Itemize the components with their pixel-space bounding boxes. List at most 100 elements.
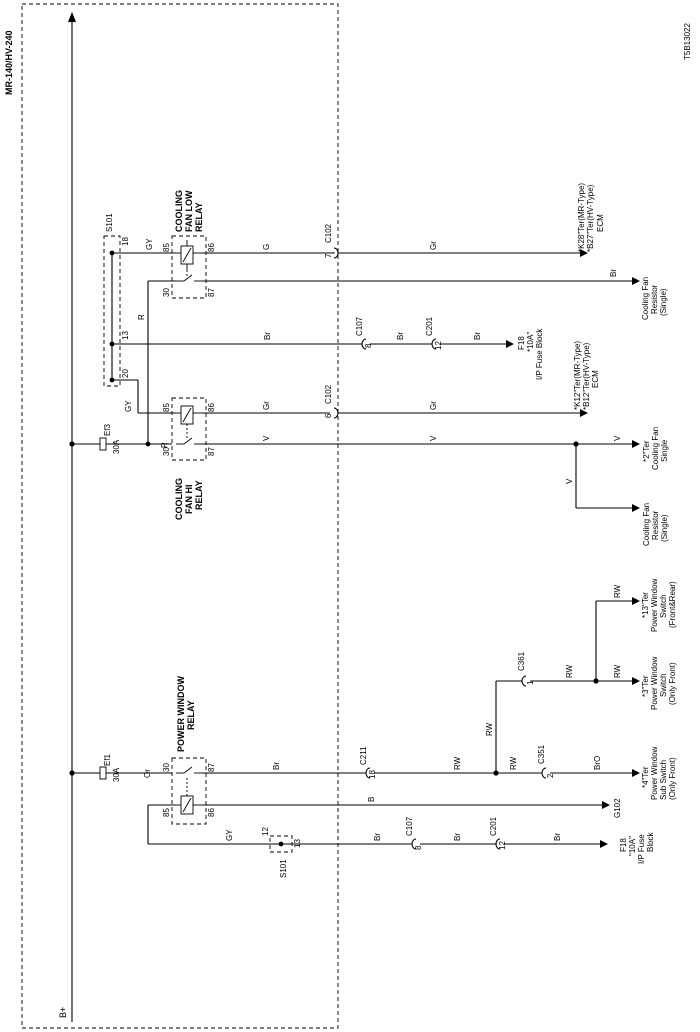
pw-coil-feed: GY 12 13 S101 Br C107 8 Br C201 12 Br F1… xyxy=(147,804,655,878)
svg-text:*2"Ter: *2"Ter xyxy=(642,440,651,462)
svg-text:*4"Ter: *4"Ter xyxy=(641,766,650,788)
wire-color-rw-4: RW xyxy=(613,664,622,678)
wire-color-rw-1: RW xyxy=(453,756,462,770)
fan-hi-pin-30: 30 xyxy=(162,447,171,456)
fan-low-pin-87: 87 xyxy=(207,288,216,297)
svg-text:Sub Switch: Sub Switch xyxy=(659,760,668,800)
s101-top-name: S101 xyxy=(105,213,114,232)
c102-top-name: C102 xyxy=(324,223,333,243)
pw-outputs: Br C211 18 RW RW C361 1 RW RW RW RW C351… xyxy=(202,578,677,818)
wire-color-b: B xyxy=(367,797,376,802)
s101-pin-18: 18 xyxy=(121,237,130,246)
c211-pin: 18 xyxy=(368,770,377,779)
fuse-ef3: Ef3 30A xyxy=(72,423,172,454)
svg-text:Single: Single xyxy=(660,439,669,462)
pw-pin-86: 86 xyxy=(207,808,216,817)
drawing-id: T5B13022 xyxy=(683,23,692,60)
wire-color-gr-low: Gr xyxy=(429,241,438,250)
s101-pin-13: 13 xyxy=(121,331,130,340)
wire-color-v-4: V xyxy=(565,478,574,484)
svg-text:Power Window: Power Window xyxy=(650,746,659,800)
svg-text:*B27"Ter(HV-Type): *B27"Ter(HV-Type) xyxy=(586,184,595,252)
fan-hi-title: COOLING xyxy=(174,478,184,520)
svg-text:(Only Front): (Only Front) xyxy=(668,662,677,705)
svg-text:*3"Ter: *3"Ter xyxy=(641,675,650,697)
svg-text:*K28"Ter(MR-Type): *K28"Ter(MR-Type) xyxy=(577,183,586,252)
svg-text:Cooling Fan: Cooling Fan xyxy=(651,427,660,470)
s101-bottom-pin-13: 13 xyxy=(293,839,302,848)
svg-text:ECM: ECM xyxy=(596,214,605,232)
svg-text:Switch: Switch xyxy=(659,673,668,697)
svg-text:Block: Block xyxy=(646,831,655,852)
svg-text:Power Window: Power Window xyxy=(650,656,659,710)
svg-text:"10A": "10A" xyxy=(628,836,637,856)
c107-top-pin: 8 xyxy=(364,343,373,348)
wire-color-br-pw: Br xyxy=(272,762,281,770)
svg-text:Cooling Fan: Cooling Fan xyxy=(641,277,650,320)
s101-pin-20: 20 xyxy=(121,369,130,378)
relay-cooling-fan-hi: 85 86 30 87 COOLING FAN HI RELAY xyxy=(162,397,216,520)
svg-text:ECM: ECM xyxy=(591,370,600,388)
c361-pin: 1 xyxy=(526,680,535,685)
s101-bottom-name: S101 xyxy=(279,859,288,878)
fan-low-pin-30: 30 xyxy=(162,288,171,297)
wire-color-rw-3: RW xyxy=(565,664,574,678)
wire-r: R R xyxy=(137,280,176,448)
wire-color-gy-bottom: GY xyxy=(225,829,234,841)
c201-top-name: C201 xyxy=(425,316,434,336)
wire-color-g: G xyxy=(262,244,271,250)
fan-hi-outputs: Gr C102 6 Gr *K12"Ter(MR-Type) *B12"Ter(… xyxy=(202,341,669,546)
svg-text:Resistor: Resistor xyxy=(651,510,660,540)
wire-color-r-1: R xyxy=(137,314,146,320)
svg-text:(Single): (Single) xyxy=(659,288,668,316)
wire-color-br-3: Br xyxy=(473,332,482,340)
fan-hi-pin-85: 85 xyxy=(162,403,171,412)
relay-cooling-fan-low: COOLING FAN LOW RELAY 85 86 30 87 xyxy=(162,190,216,299)
wire-color-or: Or xyxy=(143,769,152,778)
svg-text:RELAY: RELAY xyxy=(194,202,204,232)
wire-color-rw-2: RW xyxy=(485,722,494,736)
fan-low-pin-85: 85 xyxy=(162,243,171,252)
c107-bottom-pin: 8 xyxy=(414,845,423,850)
svg-text:Power Window: Power Window xyxy=(650,578,659,632)
pw-pin-87: 87 xyxy=(207,763,216,772)
svg-text:F18: F18 xyxy=(619,838,628,852)
wire-color-br-resistor: Br xyxy=(609,269,618,277)
wire-color-gr-hi-2: Gr xyxy=(429,401,438,410)
s101-bottom-pin-12: 12 xyxy=(261,827,270,836)
dest-ecm-low: *K28"Ter(MR-Type) *B27"Ter(HV-Type) ECM xyxy=(577,183,605,252)
wire-color-gy-low: GY xyxy=(145,238,154,250)
wire-color-br-1: Br xyxy=(263,332,272,340)
svg-text:(Only Front): (Only Front) xyxy=(668,757,677,800)
dest-fan-resistor-top: Cooling Fan Resistor (Single) xyxy=(641,277,668,320)
svg-text:*K12"Ter(MR-Type): *K12"Ter(MR-Type) xyxy=(573,341,582,410)
c351-pin: 2 xyxy=(546,773,555,778)
svg-text:F18: F18 xyxy=(517,336,526,350)
wire-color-rw-6: RW xyxy=(509,756,518,770)
engine-room-box xyxy=(21,3,339,1029)
pw-pin-30: 30 xyxy=(162,763,171,772)
svg-text:I/P Fuse: I/P Fuse xyxy=(637,834,646,864)
svg-text:(Single): (Single) xyxy=(660,514,669,542)
c107-bottom-name: C107 xyxy=(405,816,414,836)
c102-top-pin: 7 xyxy=(324,253,333,258)
fuse-ef1-name: Ef1 xyxy=(103,753,112,766)
c107-top-name: C107 xyxy=(355,316,364,336)
fuse-ef1-rating: 30A xyxy=(112,767,121,782)
wire-color-br-b1: Br xyxy=(373,833,382,841)
wire-color-v-1: V xyxy=(262,435,271,441)
wire-color-br-b3: Br xyxy=(553,833,562,841)
svg-text:Cooling Fan: Cooling Fan xyxy=(642,503,651,546)
fuse-ef3-rating: 30A xyxy=(112,439,121,454)
c211-name: C211 xyxy=(359,746,368,765)
fuse-ef3-name: Ef3 xyxy=(103,423,112,436)
c102-mid-pin: 6 xyxy=(324,413,333,418)
wire-color-gr-hi-1: Gr xyxy=(262,401,271,410)
c361-name: C361 xyxy=(517,651,526,671)
svg-text:FAN LOW: FAN LOW xyxy=(184,190,194,232)
c201-bottom-pin: 12 xyxy=(498,841,507,850)
br-to-fuse-block-top: Br C107 8 Br C201 12 Br F18 *10A" I/P Fu… xyxy=(263,316,544,380)
fan-hi-pin-86: 86 xyxy=(207,403,216,412)
fan-hi-pin-87: 87 xyxy=(207,447,216,456)
bplus-label: B+ xyxy=(58,1007,68,1018)
